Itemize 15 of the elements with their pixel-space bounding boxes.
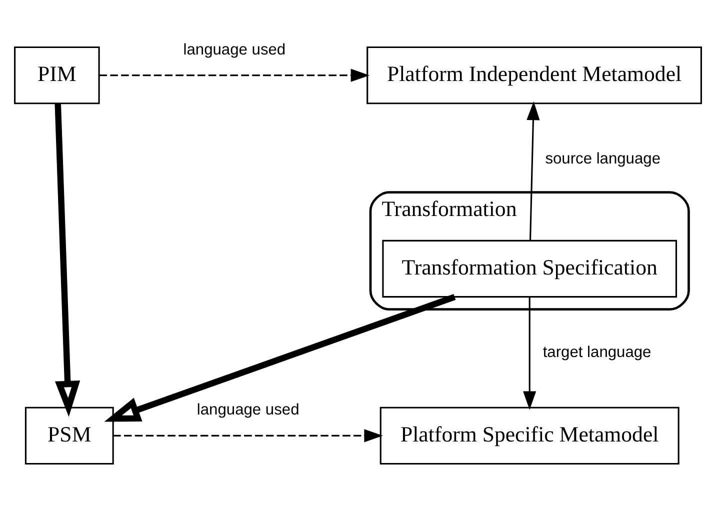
arrow	[54, 103, 80, 416]
node-box: Platform Specific Metamodel	[380, 406, 680, 464]
arrow	[113, 428, 383, 442]
arrow	[523, 296, 536, 410]
node-box: Transformation Specification	[382, 239, 678, 298]
edge-label: language used	[183, 40, 286, 58]
arrow	[526, 100, 540, 240]
node-box: Platform Independent Metamodel	[366, 46, 702, 104]
edge-label: source language	[545, 150, 661, 167]
edge-label: target language	[542, 343, 652, 360]
arrow	[99, 68, 370, 82]
edge-label: language used	[196, 401, 300, 418]
arrow	[104, 294, 456, 422]
node-box: PIM	[14, 46, 100, 104]
node-box: PSM	[24, 406, 114, 464]
